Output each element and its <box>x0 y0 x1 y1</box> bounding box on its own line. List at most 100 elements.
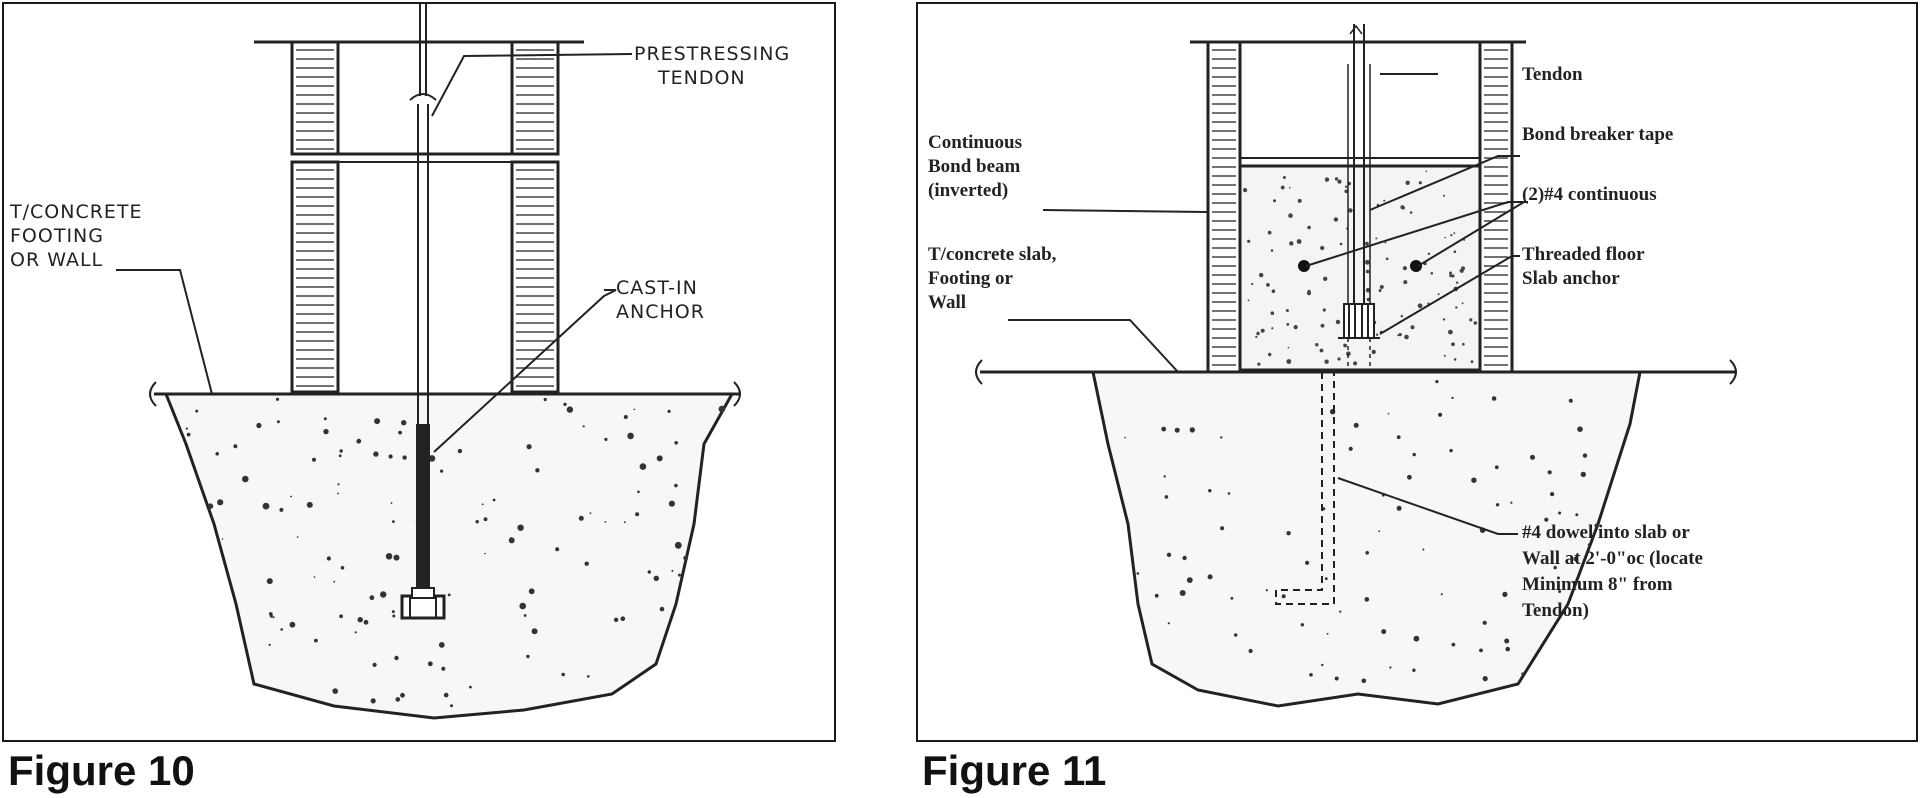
aggregate-dot <box>1403 280 1408 285</box>
aggregate-dot <box>1273 199 1276 203</box>
aggregate-dot <box>584 561 589 566</box>
aggregate-dot <box>1379 285 1384 289</box>
aggregate-dot <box>1154 593 1159 598</box>
aggregate-dot <box>1418 181 1422 185</box>
aggregate-dot <box>1321 663 1324 667</box>
aggregate-dot <box>1267 230 1272 235</box>
aggregate-dot <box>1343 343 1347 348</box>
label-top-line3: OR WALL <box>10 249 103 271</box>
aggregate-dot <box>1381 629 1387 635</box>
aggregate-dot <box>1324 359 1329 364</box>
label-anchor-line2: Slab anchor <box>1522 268 1620 289</box>
aggregate-dot <box>1270 311 1275 316</box>
aggregate-dot <box>674 541 682 549</box>
aggregate-dot <box>233 444 238 449</box>
aggregate-dot <box>275 397 280 401</box>
aggregate-dot <box>1286 531 1291 536</box>
concrete-slab <box>1091 370 1642 708</box>
aggregate-dot <box>268 643 271 647</box>
aggregate-dot <box>653 575 659 581</box>
aggregate-dot <box>1510 501 1513 504</box>
aggregate-dot <box>613 617 619 622</box>
label-dowel-line4: Tendon) <box>1522 600 1589 621</box>
aggregate-dot <box>1270 249 1274 252</box>
aggregate-dot <box>1348 446 1353 451</box>
aggregate-dot <box>469 685 472 689</box>
aggregate-dot <box>523 614 527 617</box>
aggregate-dot <box>1456 281 1459 284</box>
aggregate-dot <box>1255 335 1258 338</box>
aggregate-dot <box>1322 308 1326 312</box>
aggregate-dot <box>272 616 275 619</box>
aggregate-dot <box>1305 560 1310 565</box>
aggregate-dot <box>1495 503 1500 507</box>
aggregate-dot <box>438 642 445 648</box>
aggregate-dot <box>674 441 678 445</box>
aggregate-dot <box>526 654 530 659</box>
aggregate-dot <box>1353 422 1359 428</box>
aggregate-dot <box>1163 475 1166 478</box>
aggregate-dot <box>1333 217 1339 222</box>
tendon <box>1347 24 1371 334</box>
bond-beam-grout <box>1243 170 1478 366</box>
aggregate-dot <box>392 520 395 523</box>
aggregate-dot <box>312 457 316 462</box>
aggregate-dot <box>1230 596 1234 600</box>
aggregate-dot <box>1451 642 1456 647</box>
aggregate-dot <box>1404 334 1409 340</box>
aggregate-dot <box>290 495 292 498</box>
aggregate-dot <box>1251 282 1254 286</box>
aggregate-dot <box>1491 396 1497 401</box>
aggregate-dot <box>1443 354 1446 357</box>
aggregate-dot <box>543 397 547 402</box>
aggregate-dot <box>394 655 399 661</box>
aggregate-dot <box>1410 325 1415 330</box>
aggregate-dot <box>1412 452 1416 457</box>
aggregate-dot <box>1353 361 1358 366</box>
aggregate-dot <box>1361 678 1367 684</box>
aggregate-dot <box>1307 225 1311 230</box>
aggregate-dot <box>492 498 496 502</box>
aggregate-dot <box>385 553 393 560</box>
aggregate-dot <box>1459 268 1464 273</box>
aggregate-dot <box>1344 189 1348 194</box>
masonry-wall-right <box>1478 40 1514 374</box>
aggregate-dot <box>1297 198 1302 203</box>
aggregate-dot <box>1259 272 1264 278</box>
aggregate-dot <box>1449 448 1453 453</box>
aggregate-dot <box>484 552 486 555</box>
aggregate-dot <box>1371 349 1376 355</box>
break-mark-left <box>975 359 983 385</box>
aggregate-dot <box>1286 359 1292 364</box>
aggregate-dot <box>1409 211 1413 214</box>
aggregate-dot <box>1449 271 1452 275</box>
aggregate-dot <box>363 619 369 625</box>
aggregate-dot <box>1461 302 1464 305</box>
aggregate-dot <box>475 520 479 524</box>
aggregate-dot <box>1568 398 1573 403</box>
aggregate-dot <box>1573 556 1579 562</box>
concrete-aggregate <box>1124 380 1599 684</box>
aggregate-dot <box>1166 552 1172 557</box>
aggregate-dot <box>427 661 433 667</box>
aggregate-dot <box>1430 272 1434 275</box>
aggregate-dot <box>337 492 339 495</box>
aggregate-dot <box>1207 574 1213 580</box>
aggregate-dot <box>1257 362 1261 366</box>
aggregate-dot <box>1405 180 1410 185</box>
aggregate-dot <box>1383 199 1386 202</box>
aggregate-dot <box>1505 646 1510 652</box>
aggregate-dot <box>1344 185 1348 188</box>
aggregate-dot <box>266 578 273 585</box>
aggregate-dot <box>1412 668 1416 672</box>
aggregate-dot <box>440 469 444 473</box>
aggregate-dot <box>1323 276 1328 281</box>
top-concrete-leader <box>116 269 213 395</box>
aggregate-dot <box>1494 465 1499 470</box>
label-dowel-line1: #4 dowel into slab or <box>1522 522 1690 543</box>
aggregate-dot <box>1234 633 1238 637</box>
aggregate-dot <box>1375 237 1378 240</box>
aggregate-dot <box>589 512 592 514</box>
aggregate-dot <box>639 463 647 470</box>
aggregate-dot <box>1396 505 1402 511</box>
